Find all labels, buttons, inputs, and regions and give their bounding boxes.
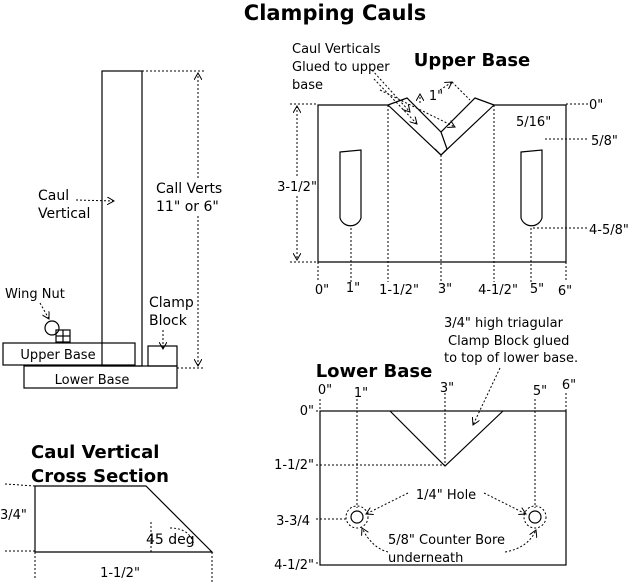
dim-1in: 1" (429, 89, 443, 104)
right-hole (528, 510, 542, 524)
lb-top-1: 1" (354, 386, 368, 401)
dim-right-0: 0" (589, 98, 603, 113)
call-verts-label-2: 11" or 6" (156, 199, 219, 215)
cross-section-view: Caul Vertical Cross Section 3/4" 45 deg … (0, 442, 214, 584)
lower-base-title: Lower Base (316, 361, 433, 382)
caul-note-1: Caul Verticals (292, 42, 381, 57)
lower-base-view: Lower Base 3/4" high triagular Clamp Blo… (274, 316, 578, 573)
ub-tick-5: 5" (530, 282, 544, 297)
upper-base-vee (387, 104, 495, 156)
clamp-block-label-2: Block (149, 313, 188, 329)
lower-base-shape (23, 365, 178, 389)
left-hole (350, 510, 364, 524)
ub-tick-0: 0" (315, 283, 329, 298)
dim-5-16: 5/16" (516, 115, 551, 130)
cs-dim-3-4: 3/4" (0, 508, 27, 523)
lower-base-label: Lower Base (55, 373, 130, 388)
triangular-clamp-block (389, 410, 504, 467)
upper-base-view: Upper Base Caul Verticals Glued to upper… (277, 42, 629, 299)
dim-3-1-2: 3-1/2" (277, 180, 317, 195)
upper-base-label: Upper Base (20, 348, 95, 363)
lb-left-1-1-2: 1-1/2" (274, 458, 314, 473)
hole-label: 1/4" Hole (416, 488, 476, 503)
upper-base-shape (2, 342, 136, 366)
cross-section-title-2: Cross Section (31, 466, 169, 487)
right-slot (520, 149, 543, 227)
caul-note-2: Glued to upper (292, 60, 390, 75)
page-title: Clamping Cauls (244, 1, 426, 25)
clamp-block-label-1: Clamp (149, 295, 194, 311)
caul-note-3: base (292, 78, 323, 93)
lower-note-2: Clamp Block glued (448, 334, 569, 349)
ub-tick-6: 6" (558, 284, 572, 299)
caul-vertical-label-2: Vertical (38, 206, 90, 222)
wing-nut-shape (44, 320, 60, 336)
ub-tick-3: 3" (438, 282, 452, 297)
lb-top-0: 0" (318, 383, 332, 398)
caul-vertical-label-1: Caul (38, 188, 69, 204)
lb-top-5: 5" (533, 384, 547, 399)
lb-left-4-1-2: 4-1/2" (274, 558, 314, 573)
left-slot (339, 149, 362, 227)
lower-note-1: 3/4" high triagular (444, 316, 564, 331)
right-counterbore (523, 505, 547, 529)
cs-angle: 45 deg (146, 532, 195, 548)
lb-top-6: 6" (562, 378, 576, 393)
ub-tick-2: 1-1/2" (379, 283, 419, 298)
cross-section-title-1: Caul Vertical (31, 442, 159, 463)
counterbore-label-2: underneath (388, 551, 463, 566)
clamp-block-shape (147, 345, 178, 367)
left-counterbore (345, 505, 369, 529)
call-verts-label-1: Call Verts (156, 181, 222, 197)
upper-base-outline (317, 97, 567, 263)
lower-base-outline (319, 410, 567, 566)
lower-note-3: to top of lower base. (444, 351, 578, 366)
lb-left-3-3-4: 3-3/4 (276, 514, 310, 529)
cs-dim-1-1-2: 1-1/2" (100, 566, 140, 581)
wing-nut-label: Wing Nut (5, 287, 65, 302)
lb-top-3: 3" (440, 381, 454, 396)
counterbore-label-1: 5/8" Counter Bore (388, 533, 505, 548)
side-view: Caul Vertical Call Verts 11" or 6" Wing … (2, 70, 222, 389)
ub-tick-4: 4-1/2" (478, 283, 518, 298)
upper-base-title: Upper Base (414, 50, 531, 71)
dim-4-5-8: 4-5/8" (589, 223, 629, 238)
ub-tick-1: 1" (346, 281, 360, 296)
dim-5-8: 5/8" (591, 134, 618, 149)
caul-vertical-shape (101, 70, 143, 367)
lb-left-0: 0" (300, 404, 314, 419)
